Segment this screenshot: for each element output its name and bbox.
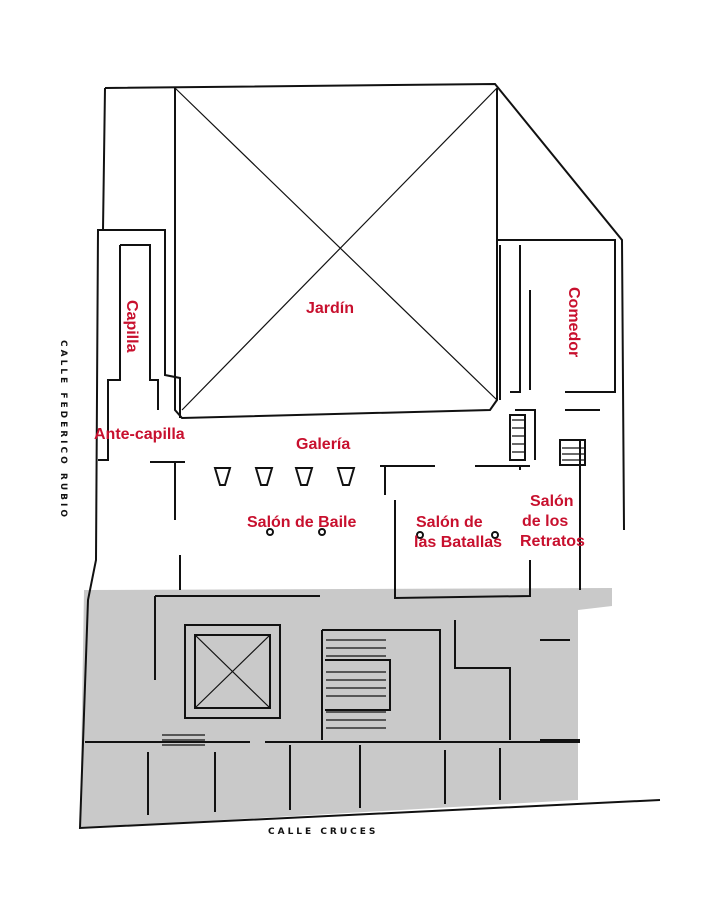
room-label-jardin: Jardín [306,300,354,317]
room-label-galeria: Galería [296,436,350,453]
room-label-salon-retratos-3: Retratos [520,533,585,550]
gallery-piers [150,409,600,600]
room-label-antecapilla: Ante-capilla [94,426,185,443]
shaded-wing [80,588,612,828]
lower-wing-walls [85,595,580,815]
street-label-west: CALLE FEDERICO RUBIO [58,340,68,520]
dining-walls [497,239,616,400]
garden [174,87,498,420]
room-label-salon-batallas-1: Salón de [416,514,483,531]
room-label-salon-baile: Salón de Baile [247,514,356,531]
room-label-salon-retratos-2: de los [522,513,568,530]
room-label-capilla: Capilla [123,300,140,353]
room-label-salon-retratos-1: Salón [530,493,574,510]
room-label-salon-batallas-2: las Batallas [414,534,502,551]
stairs [162,419,584,746]
room-label-comedor: Comedor [565,287,582,357]
chapel-walls [98,229,181,461]
street-label-south: CALLE CRUCES [268,827,378,837]
